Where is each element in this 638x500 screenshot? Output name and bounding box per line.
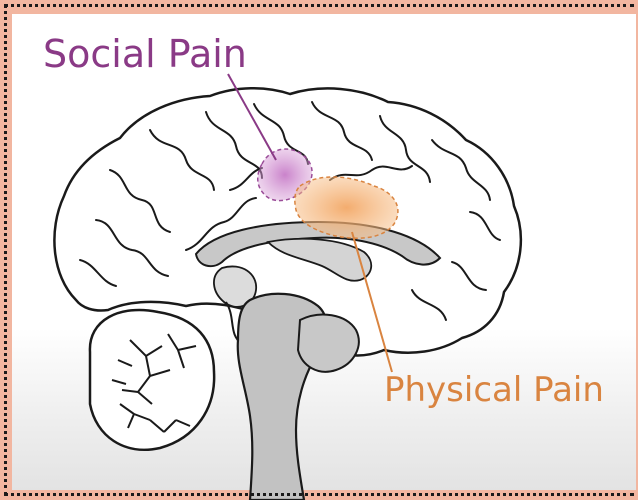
cerebellum — [90, 310, 214, 450]
physical-pain-label: Physical Pain — [384, 370, 604, 410]
social-pain-label: Social Pain — [43, 32, 247, 76]
pons — [298, 315, 359, 372]
